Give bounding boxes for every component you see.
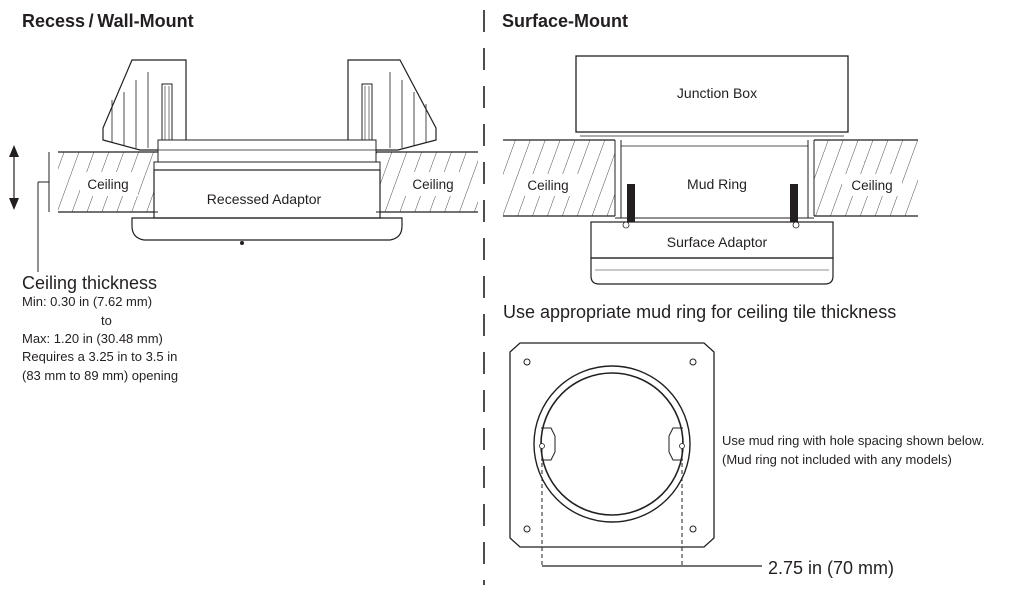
- ceiling-label-right: Ceiling: [412, 177, 453, 192]
- mud-ring-note-line1: Use mud ring with hole spacing shown bel…: [722, 433, 984, 448]
- ceiling-label-left: Ceiling: [87, 177, 128, 192]
- ceiling-slab-right: [376, 151, 478, 213]
- junction-box-label: Junction Box: [677, 85, 757, 101]
- recessed-adaptor-label: Recessed Adaptor: [207, 191, 322, 207]
- surface-ceiling-right: [813, 139, 918, 217]
- surface-adaptor-label: Surface Adaptor: [667, 234, 768, 250]
- hole-spacing-dimension: 2.75 in (70 mm): [768, 558, 894, 578]
- thickness-max: Max: 1.20 in (30.48 mm): [22, 331, 163, 346]
- surface-mount-title: Surface-Mount: [502, 11, 628, 31]
- ceiling-thickness-heading: Ceiling thickness: [22, 273, 157, 293]
- mud-ring-note-line2: (Mud ring not included with any models): [722, 452, 952, 467]
- surface-mount-drawing: Junction Box Ceiling Ceiling Mud R: [503, 55, 918, 285]
- recess-mount-drawing: Ceiling Ceiling: [9, 59, 478, 272]
- thickness-min: Min: 0.30 in (7.62 mm): [22, 294, 152, 309]
- recessed-adaptor: [124, 139, 410, 245]
- mud-ring: [615, 140, 814, 224]
- mud-ring-top-view: [509, 342, 762, 567]
- ceiling-slab-left: [58, 151, 158, 213]
- thickness-to: to: [101, 313, 112, 328]
- opening-requirement-line2: (83 mm to 89 mm) opening: [22, 368, 178, 383]
- junction-box: [575, 55, 849, 133]
- surface-ceiling-label-left: Ceiling: [527, 178, 568, 193]
- thickness-arrow: [9, 145, 50, 272]
- mud-ring-label: Mud Ring: [687, 176, 747, 192]
- surface-ceiling-left: [503, 139, 616, 217]
- surface-ceiling-label-right: Ceiling: [851, 178, 892, 193]
- opening-requirement-line1: Requires a 3.25 in to 3.5 in: [22, 349, 177, 364]
- surface-adaptor: [590, 221, 834, 285]
- mud-ring-instruction: Use appropriate mud ring for ceiling til…: [503, 302, 896, 322]
- recess-mount-title: Recess / Wall-Mount: [22, 11, 194, 31]
